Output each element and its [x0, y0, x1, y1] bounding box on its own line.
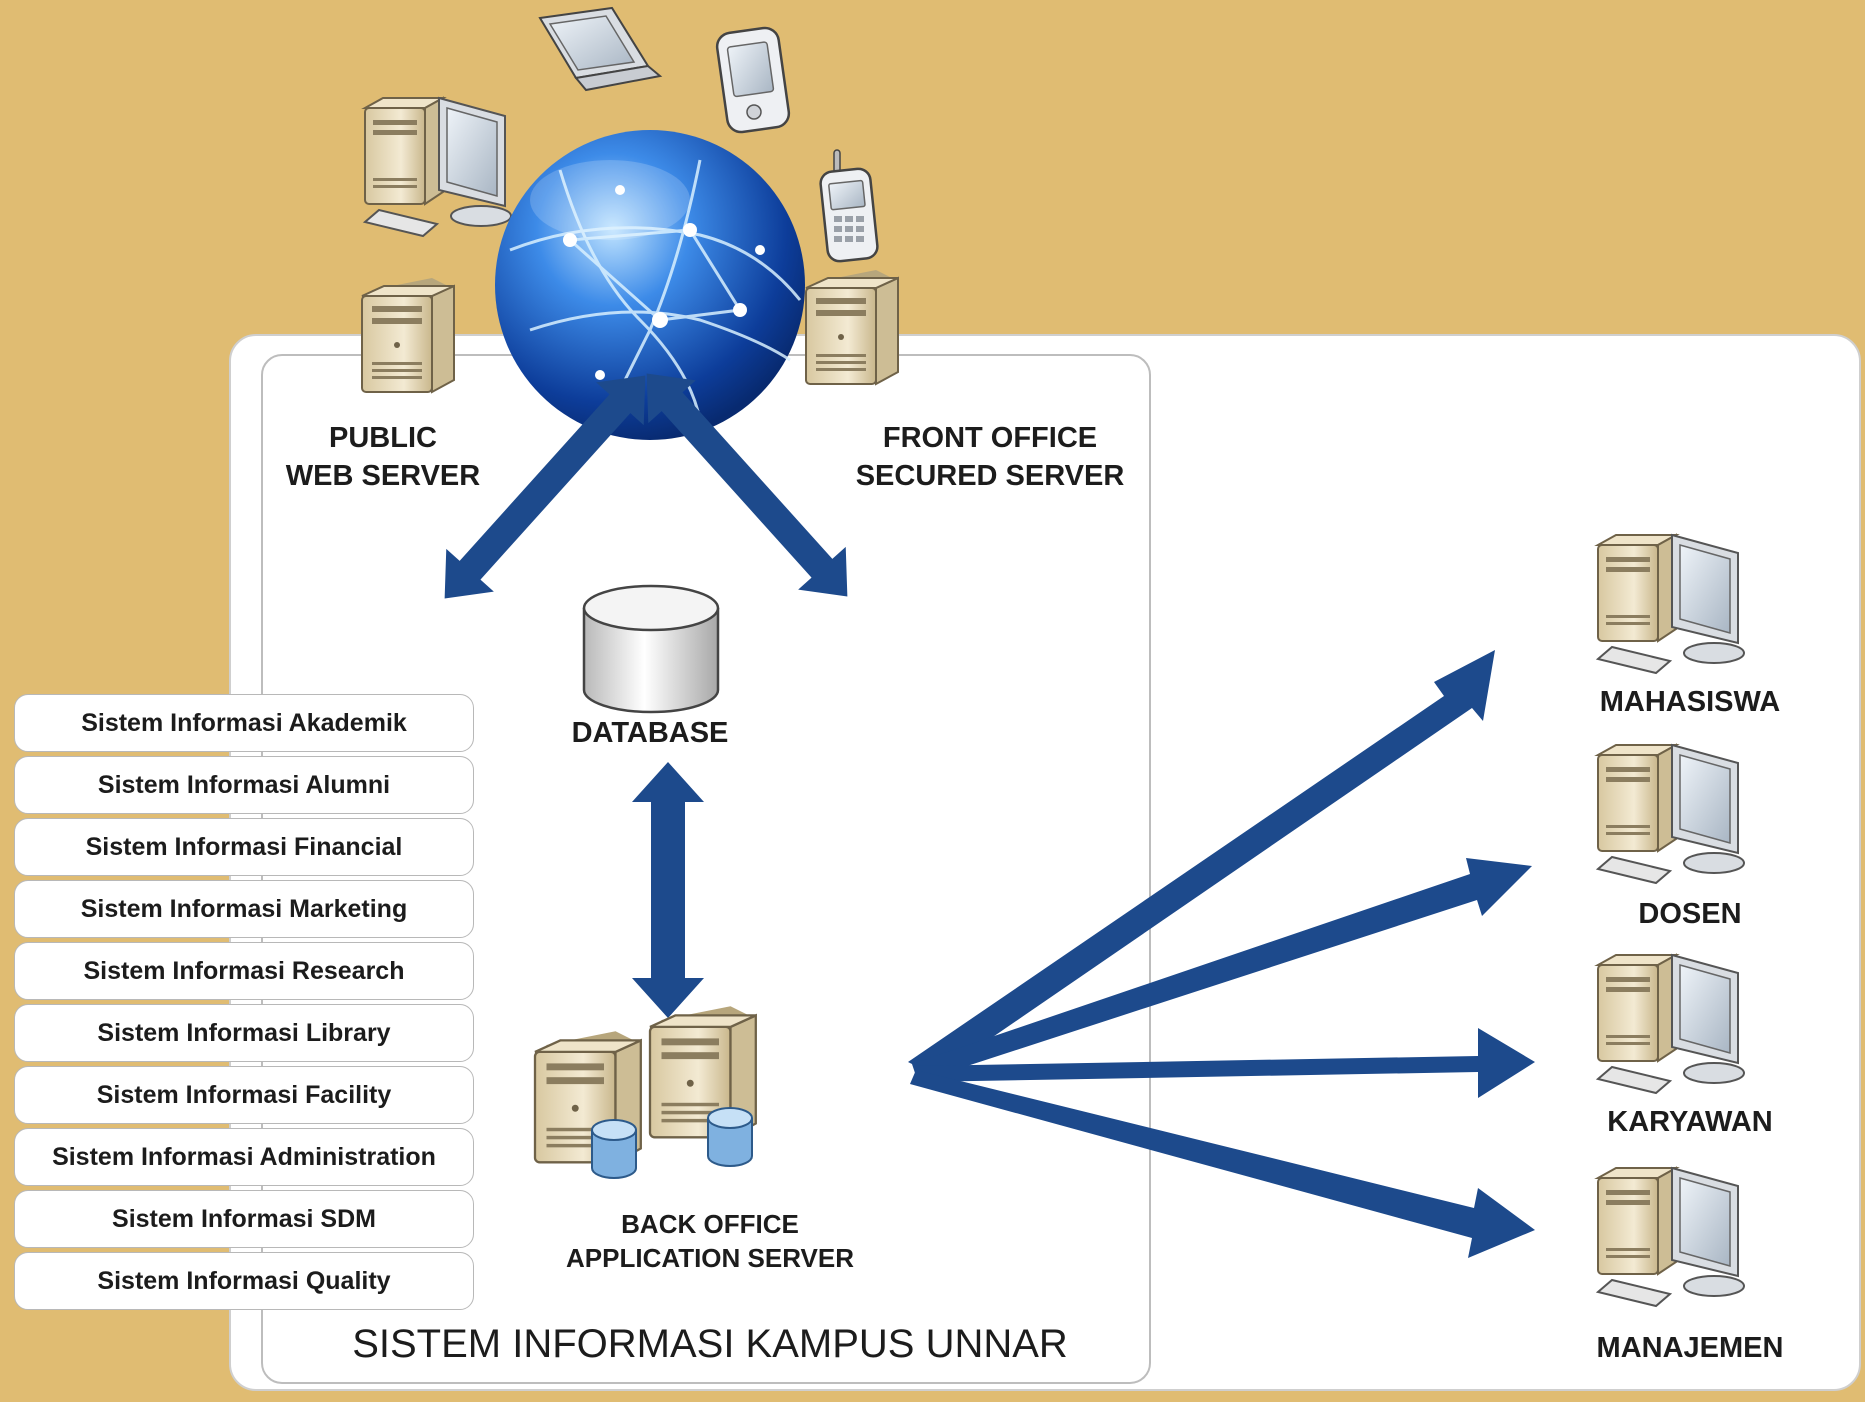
public-web-server-line2: WEB SERVER [285, 459, 481, 492]
database-label: DATABASE [571, 717, 729, 749]
module-item: Sistem Informasi Facility [14, 1066, 474, 1124]
database-icon [582, 584, 720, 714]
module-list: Sistem Informasi Akademik Sistem Informa… [14, 694, 474, 1314]
front-office-line1: FRONT OFFICE [882, 422, 1098, 454]
module-item: Sistem Informasi Alumni [14, 756, 474, 814]
module-item: Sistem Informasi Quality [14, 1252, 474, 1310]
arrow-to-karyawan [916, 1028, 1535, 1098]
back-office-line1: BACK OFFICE [621, 1209, 799, 1239]
pda-icon [715, 26, 791, 134]
module-item: Sistem Informasi Akademik [14, 694, 474, 752]
arrows [444, 373, 1535, 1258]
back-office-line2: APPLICATION SERVER [566, 1242, 854, 1273]
module-item: Sistem Informasi Marketing [14, 880, 474, 938]
arrow-to-dosen [912, 858, 1532, 1082]
module-item: Sistem Informasi SDM [14, 1190, 474, 1248]
diagram-title: SISTEM INFORMASI KAMPUS UNNAR [352, 1322, 1068, 1366]
mobile-phone-icon [819, 149, 879, 263]
arrow-database-backoffice [632, 762, 704, 1018]
front-office-line2: SECURED SERVER [855, 459, 1125, 492]
user-label-manajemen: MANAJEMEN [1596, 1332, 1784, 1364]
user-label-mahasiswa: MAHASISWA [1599, 686, 1781, 718]
front-office-server-label: FRONT OFFICE SECURED SERVER [850, 420, 1130, 495]
arrow-public-database [444, 375, 646, 599]
public-web-server-line1: PUBLIC [329, 422, 437, 454]
user-label-dosen: DOSEN [1638, 898, 1742, 930]
laptop-icon [538, 6, 663, 92]
arrow-to-mahasiswa [908, 650, 1495, 1076]
arrow-to-manajemen [910, 1070, 1535, 1258]
public-web-server-icon [361, 277, 455, 393]
module-item: Sistem Informasi Library [14, 1004, 474, 1062]
user-label-karyawan: KARYAWAN [1607, 1106, 1773, 1138]
front-office-server-icon [805, 269, 899, 385]
module-item: Sistem Informasi Administration [14, 1128, 474, 1186]
public-web-server-label: PUBLIC WEB SERVER [283, 420, 483, 495]
desktop-computer-icon [364, 97, 512, 237]
back-office-server-label: BACK OFFICE APPLICATION SERVER [545, 1208, 875, 1276]
module-item: Sistem Informasi Financial [14, 818, 474, 876]
module-item: Sistem Informasi Research [14, 942, 474, 1000]
arrow-frontoffice-database [646, 373, 848, 597]
